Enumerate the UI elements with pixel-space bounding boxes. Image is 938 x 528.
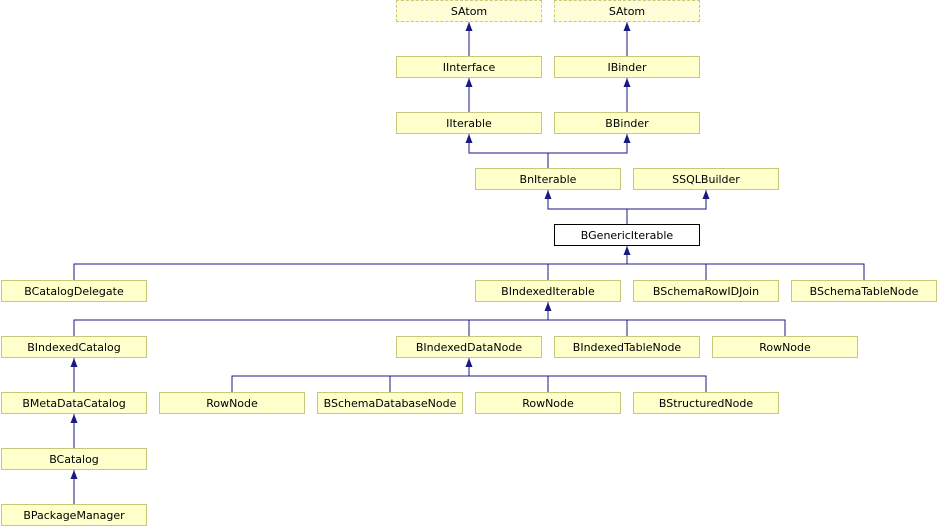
node-bcatalogdelegate[interactable]: BCatalogDelegate <box>1 280 147 302</box>
edge-bgenericiterable-ssqlbuilder <box>627 190 707 210</box>
arrowhead <box>702 190 710 199</box>
node-ibinder[interactable]: IBinder <box>554 56 700 78</box>
edge-bniterable-bbinder <box>548 134 628 154</box>
node-rownode-1[interactable]: RowNode <box>712 336 858 358</box>
node-rownode-3[interactable]: RowNode <box>475 392 621 414</box>
node-bniterable[interactable]: BnIterable <box>475 168 621 190</box>
node-bstructurednode[interactable]: BStructuredNode <box>633 392 779 414</box>
node-ssqlbuilder[interactable]: SSQLBuilder <box>633 168 779 190</box>
node-bindexediterable[interactable]: BIndexedIterable <box>475 280 621 302</box>
arrowhead <box>465 358 473 367</box>
node-bindexeddatanode[interactable]: BIndexedDataNode <box>396 336 542 358</box>
node-bschemadatabasenode[interactable]: BSchemaDatabaseNode <box>317 392 463 414</box>
arrowhead <box>70 414 78 423</box>
arrowhead <box>623 22 631 31</box>
edge-bniterable-iiterable <box>468 134 549 168</box>
edge-row8-bus <box>231 375 707 392</box>
arrowhead <box>623 134 631 143</box>
arrowhead <box>465 78 473 87</box>
node-bcatalog[interactable]: BCatalog <box>1 448 147 470</box>
node-bschemarowidjoin[interactable]: BSchemaRowIDJoin <box>633 280 779 302</box>
node-bmetadatacatalog[interactable]: BMetaDataCatalog <box>1 392 147 414</box>
node-bindexedcatalog[interactable]: BIndexedCatalog <box>1 336 147 358</box>
edge-bgenericiterable-bniterable <box>547 190 628 224</box>
node-bgenericiterable[interactable]: BGenericIterable <box>554 224 700 246</box>
node-bschematablenode[interactable]: BSchemaTableNode <box>791 280 937 302</box>
node-satom-1[interactable]: SAtom <box>396 0 542 22</box>
arrowhead <box>465 134 473 143</box>
arrowhead <box>544 190 552 199</box>
node-bindexedtablenode[interactable]: BIndexedTableNode <box>554 336 700 358</box>
node-iiterable[interactable]: IIterable <box>396 112 542 134</box>
arrowhead <box>623 246 631 255</box>
node-rownode-2[interactable]: RowNode <box>159 392 305 414</box>
node-bbinder[interactable]: BBinder <box>554 112 700 134</box>
node-bpackagemanager[interactable]: BPackageManager <box>1 504 147 526</box>
node-satom-2[interactable]: SAtom <box>554 0 700 22</box>
arrowhead <box>623 78 631 87</box>
arrowhead <box>70 358 78 367</box>
edge-row6-bus <box>73 263 865 280</box>
edge-row7-bus <box>73 319 786 336</box>
node-iinterface[interactable]: IInterface <box>396 56 542 78</box>
arrowhead <box>544 302 552 311</box>
arrowhead <box>70 470 78 479</box>
arrowhead <box>465 22 473 31</box>
